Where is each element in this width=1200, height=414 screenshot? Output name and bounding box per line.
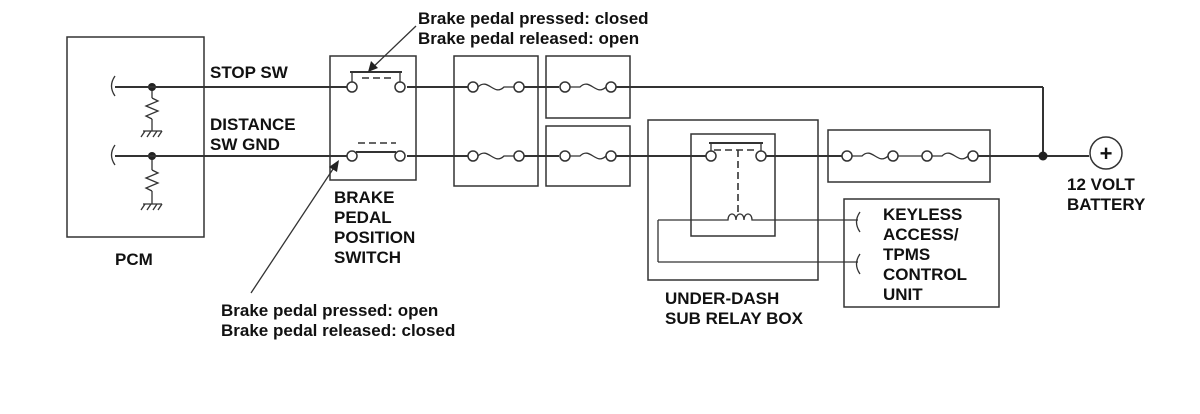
wires	[115, 86, 1089, 161]
fuse-box	[453, 55, 539, 187]
pcm-connector-icon	[110, 144, 116, 166]
brake-pedal-position-switch: BRAKE PEDAL POSITION SWITCH	[329, 55, 417, 267]
pull-down-resistor-icon	[144, 97, 160, 120]
control-unit-label-line2: ACCESS/	[883, 225, 959, 244]
battery: + 12 VOLT BATTERY	[1067, 136, 1146, 214]
ground-icon	[140, 203, 163, 211]
fuse-icon	[559, 81, 617, 93]
callout-arrow-line	[250, 162, 338, 294]
battery-plus-symbol: +	[1100, 141, 1113, 166]
control-unit-connector-icon	[855, 253, 861, 275]
relay-box-outer	[647, 119, 819, 281]
bottom-callout-line1: Brake pedal pressed: open	[221, 301, 438, 320]
fuse-block-right-upper	[545, 55, 631, 119]
stop-sw-label: STOP SW	[210, 63, 289, 82]
pcm-box	[66, 36, 205, 238]
control-unit-label-line3: TPMS	[883, 245, 930, 264]
fuse-block-left	[453, 55, 539, 187]
battery-terminal-icon	[1089, 136, 1123, 170]
switch-label-line3: POSITION	[334, 228, 415, 247]
fuse-box	[827, 129, 991, 183]
relay-terminal-icon	[755, 150, 767, 162]
control-unit-label-line4: CONTROL	[883, 265, 967, 284]
control-unit-label-line1: KEYLESS	[883, 205, 962, 224]
switch-box	[329, 55, 417, 181]
switch-label-line1: BRAKE	[334, 188, 394, 207]
bottom-callout-line2: Brake pedal released: closed	[221, 321, 455, 340]
battery-label-line2: BATTERY	[1067, 195, 1146, 214]
relay-coil-icon	[722, 213, 756, 221]
arrowhead-icon	[329, 160, 339, 172]
relay-box-label-line2: SUB RELAY BOX	[665, 309, 804, 328]
control-unit-label-line5: UNIT	[883, 285, 923, 304]
callout-arrow-line	[368, 25, 417, 72]
switch-terminal-icon	[346, 150, 358, 162]
switch-label-line2: PEDAL	[334, 208, 392, 227]
fuse-block-right-lower	[545, 125, 631, 187]
top-callout-line1: Brake pedal pressed: closed	[418, 9, 649, 28]
fuse-icon	[467, 81, 525, 93]
relay-inner-box	[690, 133, 776, 237]
keyless-access-tpms-control-unit: KEYLESS ACCESS/ TPMS CONTROL UNIT	[843, 198, 1000, 308]
fuse-box	[545, 55, 631, 119]
fuse-icon	[467, 150, 525, 162]
under-dash-sub-relay-box: UNDER-DASH SUB RELAY BOX	[647, 119, 858, 328]
pcm: PCM	[66, 36, 205, 269]
switch-terminal-icon	[346, 81, 358, 93]
distance-label-line1: DISTANCE	[210, 115, 296, 134]
distance-label-line2: SW GND	[210, 135, 280, 154]
relay-box-label-line1: UNDER-DASH	[665, 289, 779, 308]
switch-label-line4: SWITCH	[334, 248, 401, 267]
arrowhead-icon	[368, 61, 378, 72]
fuse-icon	[559, 150, 617, 162]
top-callout-line2: Brake pedal released: open	[418, 29, 639, 48]
junction-dot	[1038, 151, 1048, 161]
control-unit-box	[843, 198, 1000, 308]
top-callout: Brake pedal pressed: closed Brake pedal …	[368, 9, 649, 72]
pull-down-resistor-icon	[144, 169, 160, 192]
pcm-label: PCM	[115, 250, 153, 269]
battery-label-line1: 12 VOLT	[1067, 175, 1135, 194]
switch-terminal-icon	[394, 81, 406, 93]
bottom-callout: Brake pedal pressed: open Brake pedal re…	[221, 160, 455, 340]
control-unit-connector-icon	[855, 211, 861, 233]
switch-terminal-icon	[394, 150, 406, 162]
fuse-box	[545, 125, 631, 187]
fuse-block-battery	[827, 129, 991, 183]
fuse-icon	[921, 150, 979, 162]
fuse-icon	[841, 150, 899, 162]
ground-icon	[140, 130, 163, 138]
relay-terminal-icon	[705, 150, 717, 162]
pcm-connector-icon	[110, 75, 116, 97]
